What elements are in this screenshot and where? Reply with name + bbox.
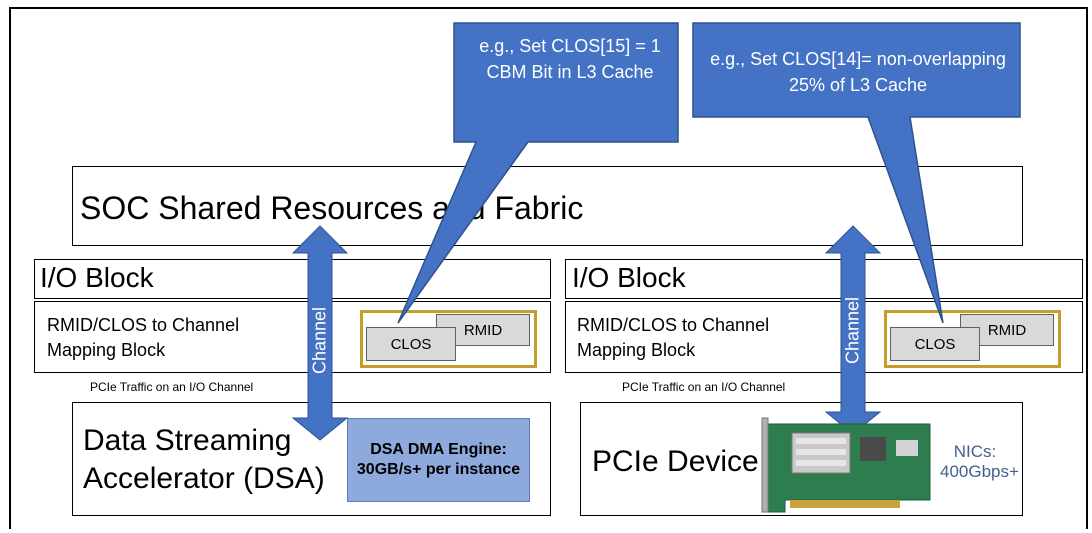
channel-label-left: Channel <box>309 306 330 375</box>
soc-title: SOC Shared Resources and Fabric <box>80 190 584 226</box>
dsa-dma-engine: DSA DMA Engine: 30GB/s+ per instance <box>347 418 530 502</box>
io-block-left-title: I/O Block <box>40 262 154 293</box>
clos-chip-right: CLOS <box>890 327 980 361</box>
dsa-device-title: Data Streaming Accelerator (DSA) <box>83 424 325 495</box>
io-block-right <box>565 259 1083 299</box>
channel-label-right: Channel <box>842 296 863 365</box>
nics-label: NICs: 400Gbps+ <box>940 442 1019 481</box>
mapping-block-left-label: RMID/CLOS to Channel Mapping Block <box>47 315 240 360</box>
pcie-device-title: PCIe Device <box>592 445 759 478</box>
callout-right-text: e.g., Set CLOS[14]= non-overlapping 25% … <box>710 49 1006 95</box>
callout-left-shape <box>397 22 679 324</box>
io-block-left <box>34 259 551 299</box>
io-block-right-title: I/O Block <box>572 262 686 293</box>
soc-shared-resources-box <box>72 166 1023 246</box>
diagram-frame <box>9 7 1088 529</box>
channel-arrow-left <box>291 225 349 441</box>
callout-left-text: e.g., Set CLOS[15] = 1 CBM Bit in L3 Cac… <box>479 36 661 82</box>
traffic-label-left: PCIe Traffic on an I/O Channel <box>90 380 254 394</box>
traffic-label-right: PCIe Traffic on an I/O Channel <box>622 380 786 394</box>
nic-card-image <box>761 417 931 513</box>
callout-right-shape <box>692 22 1021 324</box>
clos-chip-left: CLOS <box>366 327 456 361</box>
mapping-block-right-label: RMID/CLOS to Channel Mapping Block <box>577 315 770 360</box>
